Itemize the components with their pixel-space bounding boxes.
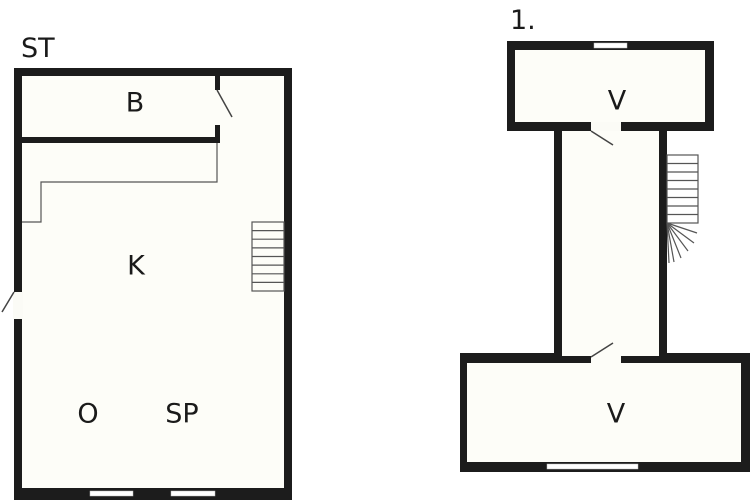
room-label-k: K — [127, 250, 145, 282]
first-floor-title: 1. — [510, 5, 536, 36]
entrance-door-swing — [1, 291, 15, 313]
room-label-sp: SP — [165, 398, 199, 430]
entrance-door-opening — [13, 292, 23, 319]
room-label-v-bottom: V — [606, 398, 626, 430]
first-floor-plan — [460, 41, 750, 472]
window-ground-2 — [170, 490, 216, 497]
ground-floor-area — [22, 76, 284, 488]
bottom-room-floor — [467, 363, 741, 462]
ground-floor-title: ST — [21, 33, 55, 64]
ground-floor-plan — [1, 68, 292, 500]
corridor-floor-join — [562, 353, 659, 363]
first-floor-stairs — [666, 154, 699, 264]
window-bottom-room — [546, 463, 639, 470]
b-room-wall-lower — [215, 125, 220, 143]
b-room-wall-upper — [215, 76, 220, 90]
bottom-partition-right — [621, 356, 659, 363]
b-door-swing — [216, 89, 233, 118]
top-room-floor — [515, 50, 705, 122]
corridor-floor — [562, 131, 659, 356]
room-label-b: B — [125, 87, 145, 119]
ground-stairs — [251, 221, 285, 292]
b-room-wall — [22, 137, 220, 143]
top-door-swing — [590, 130, 614, 146]
room-label-v-top: V — [607, 85, 627, 117]
top-door-opening — [591, 122, 621, 131]
bottom-door-swing — [590, 342, 614, 358]
bottom-partition-left — [562, 356, 591, 363]
kitchen-counter-outline — [22, 143, 218, 223]
room-label-o: O — [77, 398, 99, 430]
window-top-room — [593, 42, 628, 49]
window-ground-1 — [89, 490, 134, 497]
